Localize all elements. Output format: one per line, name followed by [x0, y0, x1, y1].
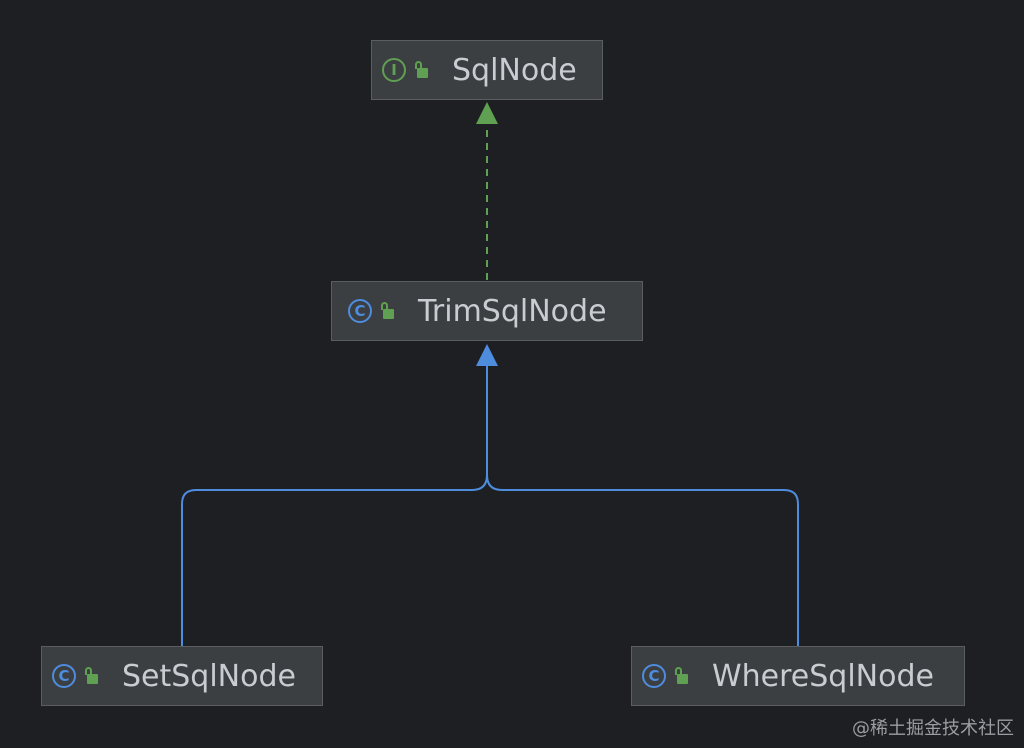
unlocked-public-icon	[380, 302, 396, 320]
node-sqlnode[interactable]: I SqlNode	[371, 40, 603, 100]
class-icon: C	[52, 664, 76, 688]
unlocked-public-icon	[84, 667, 100, 685]
edge-extends-setsqlnode-trimsqlnode	[181, 362, 488, 646]
node-label: SetSqlNode	[122, 658, 296, 694]
class-icon: C	[348, 299, 372, 323]
node-setsqlnode[interactable]: C SetSqlNode	[41, 646, 323, 706]
unlocked-public-icon	[414, 61, 430, 79]
interface-icon: I	[382, 58, 406, 82]
node-trimsqlnode[interactable]: C TrimSqlNode	[331, 281, 643, 341]
arrowhead-implements	[476, 102, 498, 124]
node-label: WhereSqlNode	[712, 658, 934, 694]
node-wheresqlnode[interactable]: C WhereSqlNode	[631, 646, 965, 706]
arrowhead-extends	[476, 344, 498, 366]
node-label: TrimSqlNode	[418, 293, 607, 329]
class-icon: C	[642, 664, 666, 688]
edge-extends-wheresqlnode-trimsqlnode	[486, 474, 799, 646]
node-label: SqlNode	[452, 52, 577, 88]
watermark: @稀土掘金技术社区	[852, 718, 1014, 739]
unlocked-public-icon	[674, 667, 690, 685]
